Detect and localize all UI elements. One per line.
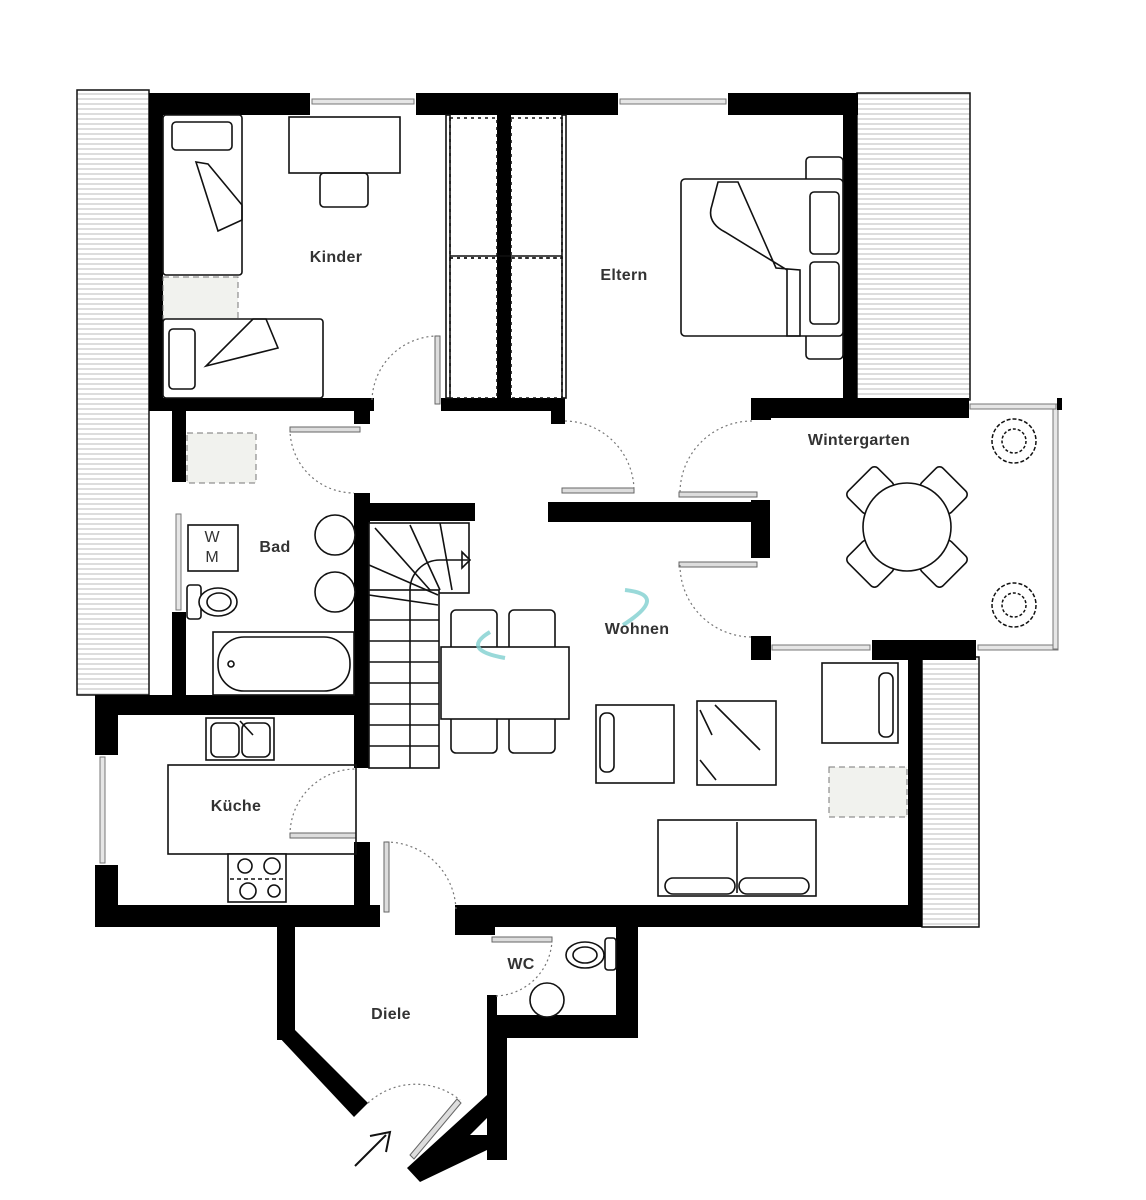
wc-fixtures: [529, 937, 617, 1018]
room-label-diele: Diele: [371, 1006, 411, 1023]
terrace-left: [76, 89, 150, 696]
plant-icon: [991, 418, 1037, 464]
kinder-furniture: [162, 114, 401, 399]
washing-machine-m: M: [205, 549, 219, 566]
room-label-wintergarten: Wintergarten: [807, 432, 911, 449]
room-label-bad: Bad: [259, 539, 291, 556]
walls: [95, 93, 976, 1182]
room-label-wohnen: Wohnen: [604, 621, 670, 638]
room-label-kueche: Küche: [210, 798, 262, 815]
terrace-right: [921, 656, 980, 928]
room-label-wc: WC: [507, 956, 535, 973]
plant-icon: [991, 582, 1037, 628]
windows: [99, 98, 1062, 864]
bad-fixtures: [186, 432, 356, 696]
room-label-kinder: Kinder: [309, 249, 363, 266]
wintergarten-furniture: [846, 418, 1037, 628]
washing-machine-label: W M: [192, 528, 232, 568]
eltern-furniture: [445, 114, 844, 399]
terrace-top-right: [856, 92, 971, 401]
room-label-eltern: Eltern: [600, 267, 648, 284]
kueche-fixtures: [167, 717, 357, 903]
entrance-arrow-icon: [354, 1130, 392, 1167]
doors: [289, 335, 758, 1160]
washing-machine-w: W: [204, 529, 220, 546]
wohnen-furniture: [440, 588, 908, 897]
staircase: [368, 522, 472, 769]
